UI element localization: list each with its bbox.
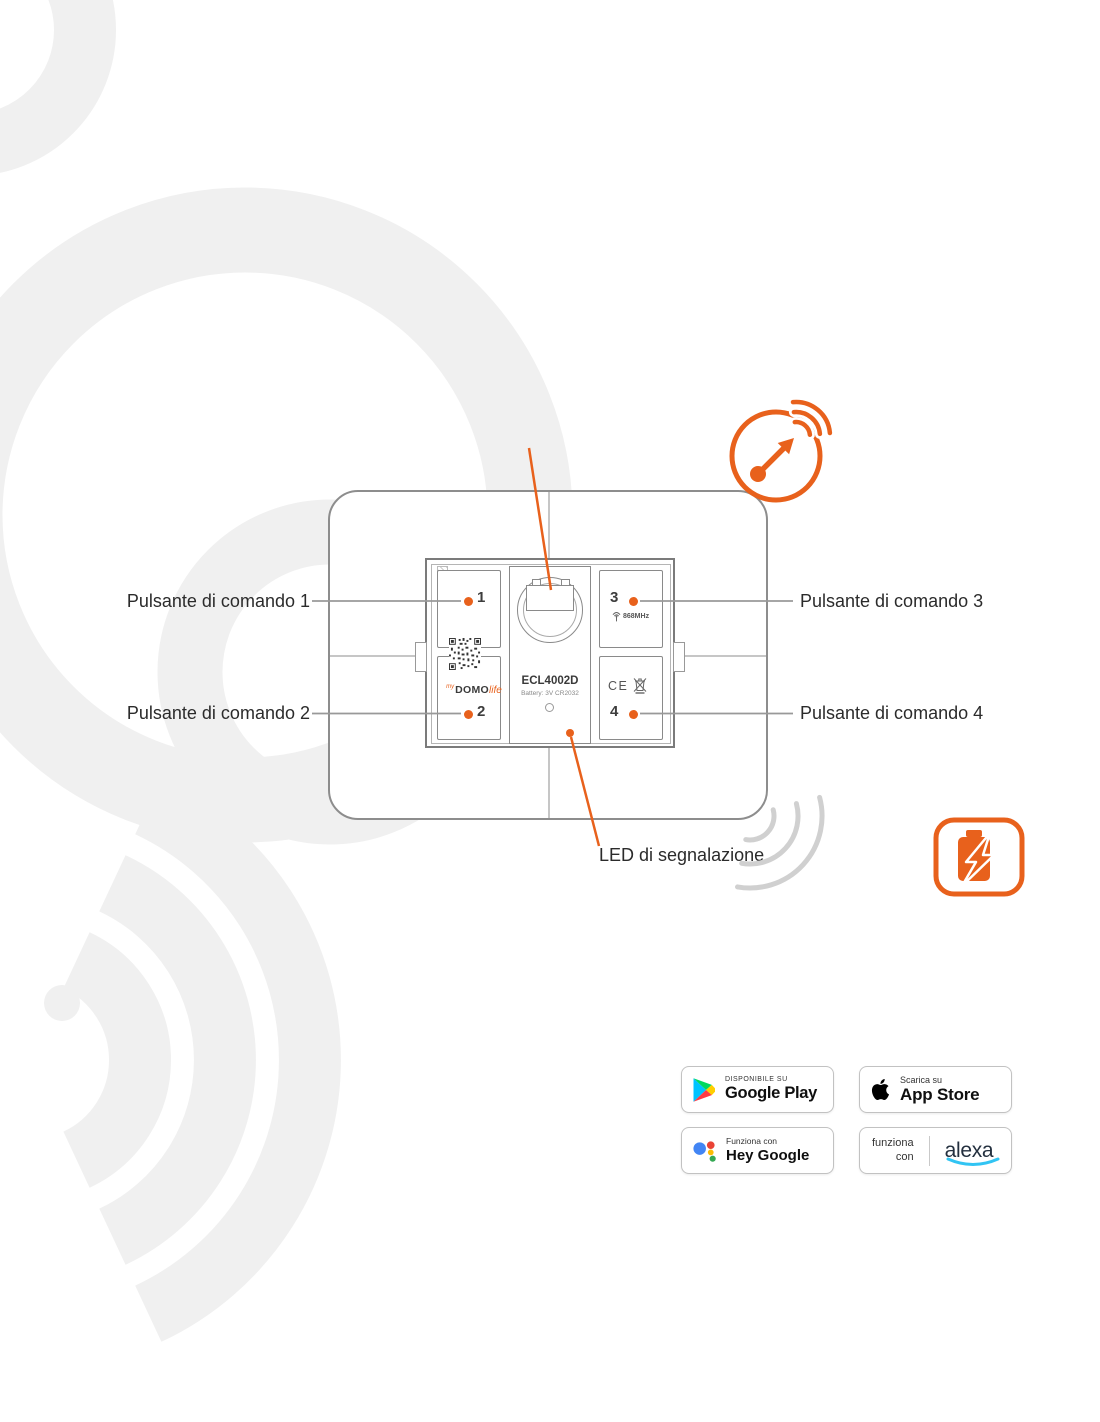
alexa-works-line2: con [895,1150,914,1163]
status-led [566,729,574,737]
brand-prefix: DOMO [455,684,490,696]
badge-bottom-text: App Store [900,1084,980,1104]
device-module: 1 2 3 [415,558,685,748]
badge-top-text: Funziona con [726,1135,778,1146]
brand-logo: myDOMOlife [441,680,507,698]
mounting-tab-left [415,642,427,672]
command-dot-2 [464,710,473,719]
app-store-badge[interactable]: Scarica su App Store [859,1066,1012,1113]
store-badges: DISPONIBILE SU Google Play Scarica su Ap… [681,1066,1012,1174]
badge-bottom-text: Google Play [725,1084,818,1103]
antenna-icon [612,611,621,622]
badge-divider [928,1135,930,1166]
ce-mark: CE [608,678,629,693]
callout-button-4: Pulsante di comando 4 [800,703,984,723]
center-column: ECL4002D Battery: 3V CR2032 [509,566,591,744]
frequency-label: 868MHz [612,611,649,622]
button-plate-1: 1 [437,570,501,648]
button-number-2: 2 [477,703,486,720]
plate-seam-left [330,655,424,657]
callout-led: LED di segnalazione [599,845,765,865]
fixing-hole [545,703,554,712]
mounting-tab-right [673,642,685,672]
certification-marks: CE [608,677,647,694]
alexa-logo: alexa [944,1138,1000,1166]
alexa-works-with-text: funziona con [872,1137,914,1163]
google-play-icon [693,1077,715,1102]
button-plate-3: 3 868MHz [599,570,663,648]
plate-seam-right [675,655,766,657]
command-dot-3 [629,597,638,606]
weee-bin-icon [634,678,647,694]
button-plate-4: 4 CE [599,656,663,740]
badge-top-text: Scarica su [900,1074,943,1085]
wall-plate: 1 2 3 [328,490,768,820]
alexa-works-line1: funziona [872,1137,914,1150]
hey-google-badge[interactable]: Funziona con Hey Google [681,1127,834,1174]
plate-seam-bottom [548,748,550,818]
badge-top-text: DISPONIBILE SU [725,1075,788,1083]
callout-button-3: Pulsante di comando 3 [800,591,984,611]
brand-my: my [446,684,455,690]
battery-clip [526,585,574,611]
alexa-smile-arc [946,1157,1000,1166]
google-assistant-icon [693,1141,716,1162]
button-number-4: 4 [610,703,619,720]
alexa-badge[interactable]: funziona con alexa [859,1127,1012,1174]
alexa-logo-text: alexa [944,1138,994,1162]
badge-bottom-text: Hey Google [726,1146,810,1164]
button-number-1: 1 [477,589,486,606]
rf-signal-icon [729,396,835,503]
qr-code [449,638,481,670]
battery-charge-icon [933,817,1025,897]
plate-seam-top [548,492,550,559]
button-number-3: 3 [610,589,619,606]
model-number: ECL4002D [521,675,579,687]
brand-suffix: life [489,685,502,696]
apple-icon [871,1079,890,1101]
command-dot-4 [629,710,638,719]
command-dot-1 [464,597,473,606]
google-play-badge[interactable]: DISPONIBILE SU Google Play [681,1066,834,1113]
battery-spec: Battery: 3V CR2032 [521,690,579,697]
callout-button-2: Pulsante di comando 2 [126,703,310,723]
callout-button-1: Pulsante di comando 1 [126,591,310,611]
